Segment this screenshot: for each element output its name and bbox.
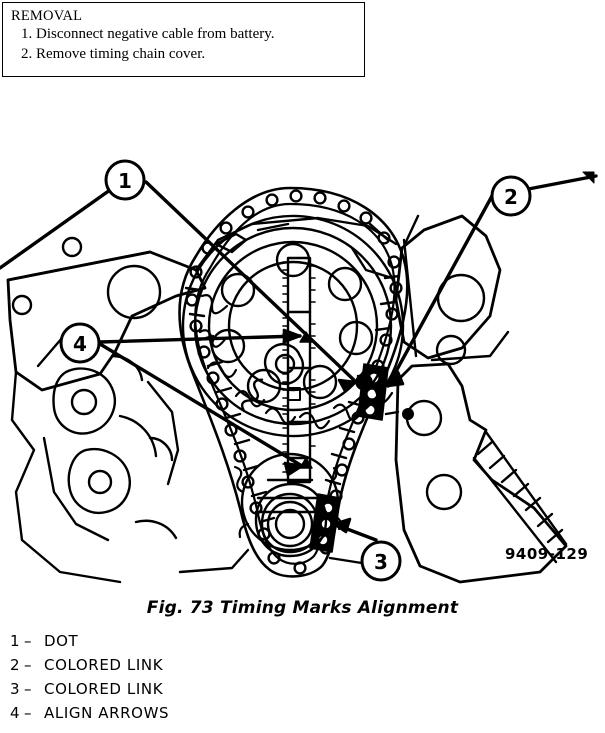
legend-item: 1–DOT — [10, 629, 310, 653]
instruction-step-list: 1. Disconnect negative cable from batter… — [11, 25, 358, 64]
legend-label: COLORED LINK — [44, 680, 164, 698]
callout-label-4: 4 — [73, 332, 87, 356]
legend-key: 1 — [10, 632, 21, 650]
engine-block-right-brackets — [350, 214, 568, 584]
callout-label-3: 3 — [374, 550, 388, 574]
legend-key: 3 — [10, 680, 21, 698]
callout-circle-1 — [104, 159, 146, 201]
legend-item: 2–COLORED LINK — [10, 653, 310, 677]
figure-caption: Fig. 73 Timing Marks Alignment — [146, 598, 459, 618]
callout-label-1: 1 — [118, 169, 132, 193]
legend-key: 2 — [10, 656, 21, 674]
legend-dash: – — [24, 680, 33, 698]
figure-legend: 1–DOT 2–COLORED LINK 3–COLORED LINK 4–AL… — [10, 629, 310, 725]
page-edge-triangle-marker — [582, 171, 595, 184]
removal-instruction-box: REMOVAL 1. Disconnect negative cable fro… — [2, 2, 365, 77]
instruction-step: 1. Disconnect negative cable from batter… — [21, 26, 275, 43]
legend-label: COLORED LINK — [44, 656, 164, 674]
callout-circle-2 — [490, 175, 532, 217]
legend-item: 4–ALIGN ARROWS — [10, 701, 310, 725]
instruction-heading: REMOVAL — [11, 8, 83, 24]
callout-label-2: 2 — [504, 185, 518, 209]
engine-block-lower-left-detail — [42, 354, 180, 542]
callout-bubbles — [59, 159, 532, 582]
instruction-step: 2. Remove timing chain cover. — [21, 45, 206, 62]
engine-block-left-casting — [6, 236, 207, 584]
legend-key: 4 — [10, 704, 21, 722]
camshaft-sprocket — [181, 214, 405, 438]
drawing-number: 9409-129 — [505, 545, 589, 563]
timing-marks-diagram: 1 2 3 4 — [0, 120, 605, 585]
timing-chain-line-drawing: 1 2 3 4 — [0, 159, 598, 584]
legend-label: ALIGN ARROWS — [44, 704, 170, 722]
legend-item: 3–COLORED LINK — [10, 677, 310, 701]
legend-dash: – — [24, 632, 33, 650]
callout-circle-4 — [59, 322, 101, 364]
legend-dash: – — [24, 656, 33, 674]
legend-label: DOT — [44, 632, 79, 650]
chain-guide-tensioner — [282, 256, 316, 484]
callout-circle-3 — [360, 540, 402, 582]
legend-dash: – — [24, 704, 33, 722]
